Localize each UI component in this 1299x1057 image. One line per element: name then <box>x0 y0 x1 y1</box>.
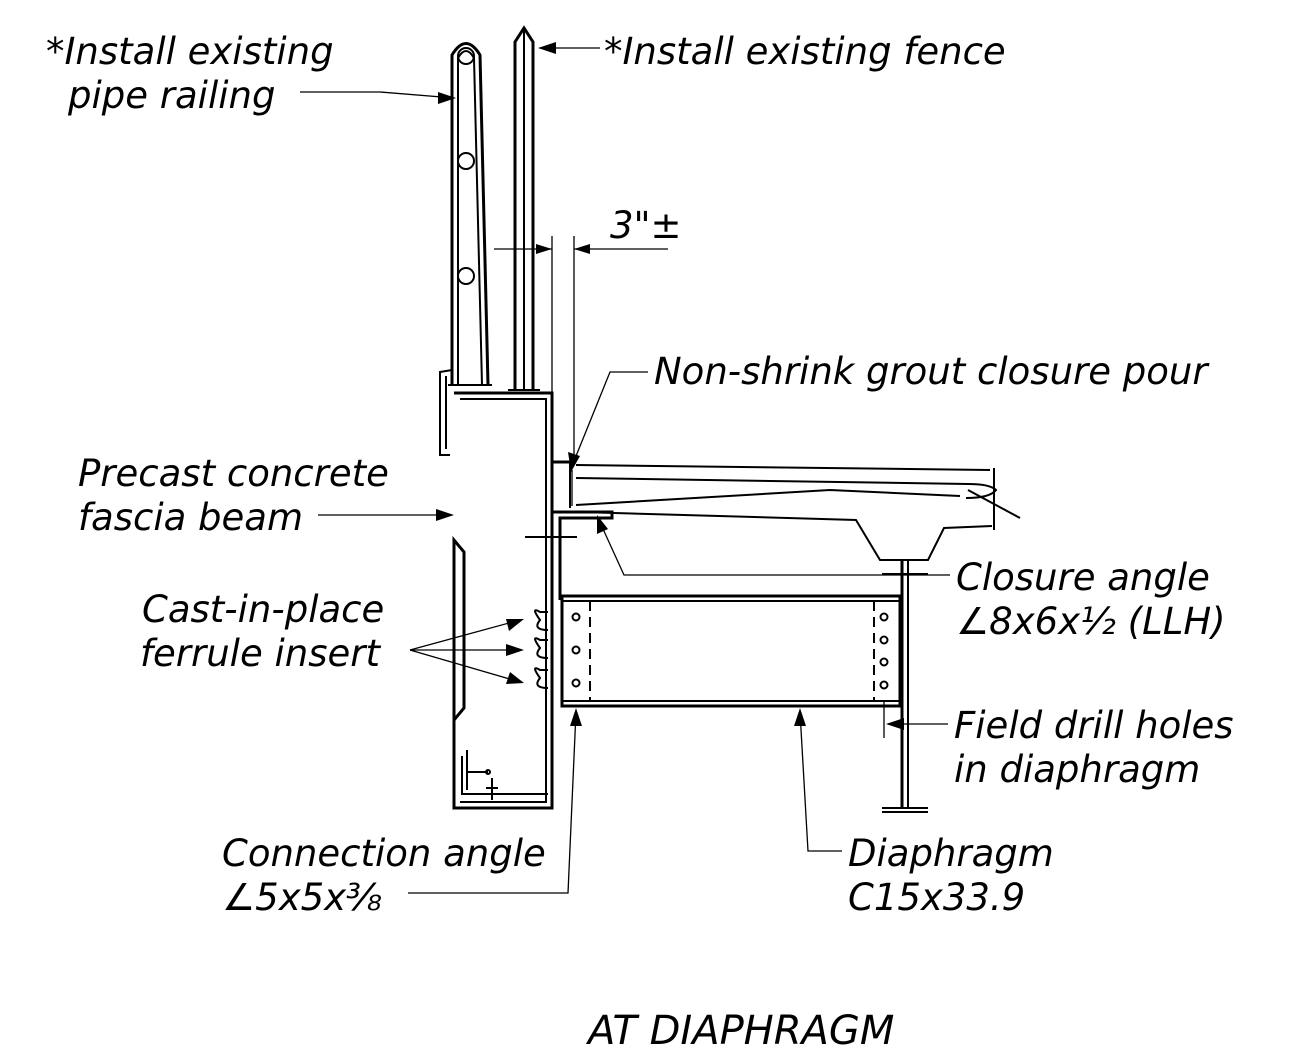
dimension-3in <box>494 236 668 462</box>
leader-fence <box>538 42 600 54</box>
diaphragm-channel <box>560 594 902 708</box>
label-closure-pour: Non-shrink grout closure pour <box>654 350 1210 393</box>
leader-ferrule <box>409 619 524 684</box>
label-pipe-railing-line1: *Install existing <box>46 30 334 73</box>
label-diaphragm-line1: Diaphragm <box>848 832 1054 875</box>
label-diaphragm-line2: C15x33.9 <box>848 876 1025 919</box>
label-dimension: 3"± <box>610 204 682 247</box>
leader-drill-holes <box>886 718 948 730</box>
label-ferrule-line2: ferrule insert <box>140 632 381 675</box>
leader-closure-pour <box>568 371 648 472</box>
leader-fascia <box>318 509 454 521</box>
section-title: AT DIAPHRAGM <box>585 1008 894 1054</box>
fence-post <box>508 25 540 391</box>
leader-pipe-railing <box>300 91 456 104</box>
fascia-beam <box>452 391 577 810</box>
label-closure-angle-line1: Closure angle <box>956 556 1210 599</box>
leader-closure-angle <box>597 515 950 576</box>
label-drill-line2: in diaphragm <box>954 748 1200 791</box>
label-drill-line1: Field drill holes <box>954 704 1234 747</box>
leader-diaphragm <box>794 708 842 852</box>
label-fascia-line2: fascia beam <box>78 496 303 539</box>
label-ferrule-line1: Cast-in-place <box>142 588 384 631</box>
ferrule-inserts <box>534 609 549 689</box>
label-closure-angle-line2: ∠8x6x½ (LLH) <box>956 600 1226 643</box>
leader-connection-angle <box>408 708 582 894</box>
label-pipe-railing-line2: pipe railing <box>67 74 275 117</box>
label-conn-line2: ∠5x5x⅜ <box>222 876 382 919</box>
label-conn-line1: Connection angle <box>222 832 546 875</box>
deck-slab <box>552 460 1021 561</box>
closure-angle <box>551 510 614 600</box>
label-fascia-line1: Precast concrete <box>78 452 389 495</box>
steel-girder <box>882 560 928 813</box>
pipe-railing-post <box>439 42 492 456</box>
label-fence: *Install existing fence <box>604 30 1006 73</box>
